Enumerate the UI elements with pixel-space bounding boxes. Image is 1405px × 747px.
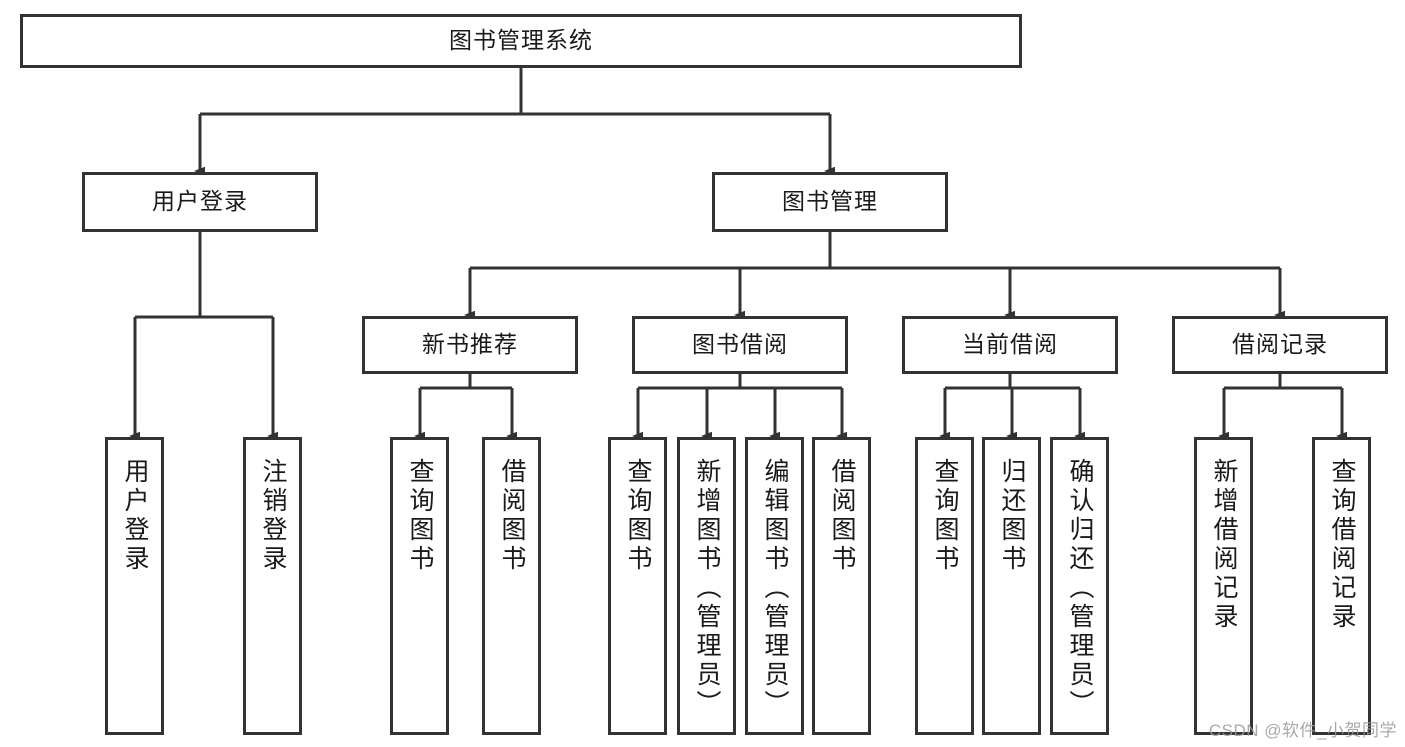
node-label: 查询图书	[406, 458, 434, 574]
node-label: 查询图书	[624, 458, 652, 574]
node-label: 图书管理系统	[449, 27, 593, 54]
node-leaf-borrow-book-recommend[interactable]: 借阅图书	[482, 437, 541, 735]
node-leaf-query-borrow-record[interactable]: 查询借阅记录	[1312, 437, 1371, 735]
node-label: 查询图书	[931, 458, 959, 574]
node-label: 当前借阅	[962, 331, 1058, 358]
node-new-book-recommend[interactable]: 新书推荐	[362, 316, 578, 374]
node-leaf-query-book-recommend[interactable]: 查询图书	[390, 437, 449, 735]
node-label: 新增借阅记录	[1210, 458, 1238, 632]
node-label: 归还图书	[998, 458, 1026, 574]
node-leaf-borrow-book[interactable]: 借阅图书	[812, 437, 871, 735]
node-leaf-user-logout[interactable]: 注销登录	[243, 437, 302, 735]
node-borrow-record[interactable]: 借阅记录	[1172, 316, 1388, 374]
node-leaf-confirm-return-admin[interactable]: 确认归还（管理员）	[1050, 437, 1109, 735]
node-label: 图书管理	[782, 188, 878, 215]
node-label: 新增图书（管理员）	[693, 458, 721, 719]
csdn-watermark: CSDN @软件_小贺同学	[1208, 721, 1397, 740]
node-label: 查询借阅记录	[1328, 458, 1356, 632]
node-label: 新书推荐	[422, 331, 518, 358]
node-label: 图书借阅	[692, 331, 788, 358]
node-root[interactable]: 图书管理系统	[20, 14, 1022, 68]
node-user-login[interactable]: 用户登录	[82, 172, 318, 232]
node-book-manage[interactable]: 图书管理	[712, 172, 948, 232]
node-leaf-edit-book-admin[interactable]: 编辑图书（管理员）	[745, 437, 804, 735]
node-book-borrow[interactable]: 图书借阅	[632, 316, 848, 374]
node-label: 注销登录	[259, 458, 287, 574]
node-label: 借阅图书	[498, 458, 526, 574]
node-label: 借阅记录	[1232, 331, 1328, 358]
node-leaf-return-book[interactable]: 归还图书	[982, 437, 1041, 735]
node-leaf-user-login[interactable]: 用户登录	[105, 437, 164, 735]
node-leaf-add-book-admin[interactable]: 新增图书（管理员）	[677, 437, 736, 735]
node-leaf-query-book-current[interactable]: 查询图书	[915, 437, 974, 735]
node-label: 编辑图书（管理员）	[761, 458, 789, 719]
node-label: 确认归还（管理员）	[1066, 458, 1094, 719]
node-leaf-add-borrow-record[interactable]: 新增借阅记录	[1194, 437, 1253, 735]
node-label: 用户登录	[121, 458, 149, 574]
node-label: 用户登录	[152, 188, 248, 215]
node-leaf-query-book-borrow[interactable]: 查询图书	[608, 437, 667, 735]
node-label: 借阅图书	[828, 458, 856, 574]
node-current-borrow[interactable]: 当前借阅	[902, 316, 1118, 374]
